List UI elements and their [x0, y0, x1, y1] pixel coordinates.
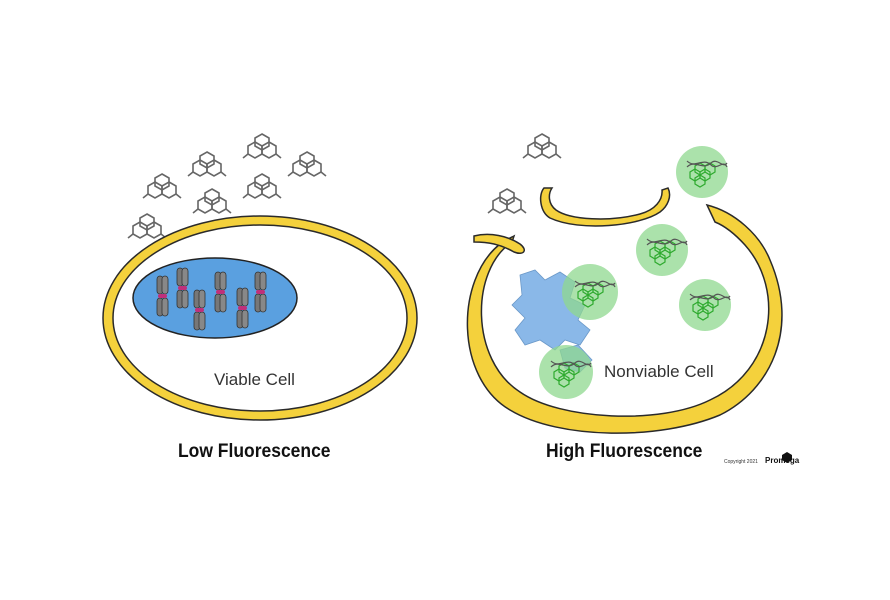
copyright-text: Copyright 2021: [724, 459, 758, 465]
nonviable-cell: [466, 146, 783, 434]
dye-molecule-icon: [187, 151, 227, 177]
brand-name: Promega: [765, 456, 800, 465]
dye-molecule-icon: [242, 173, 282, 199]
dye-molecule-icon: [487, 188, 527, 214]
dye-molecule-icon: [127, 213, 167, 239]
low-fluorescence-caption: Low Fluorescence: [178, 441, 331, 462]
dye-molecule-icon: [287, 151, 327, 177]
fluorescent-dna-complexes: [539, 146, 731, 399]
viable-cell: [102, 215, 418, 421]
dye-molecule-icon: [522, 133, 562, 159]
dye-molecule-icon: [242, 133, 282, 159]
dye-molecule-icon: [192, 188, 232, 214]
nonviable-cell-label: Nonviable Cell: [604, 362, 714, 381]
promega-logo-icon: [782, 452, 792, 463]
high-fluorescence-caption: High Fluorescence: [546, 441, 703, 462]
dye-molecule-icon: [142, 173, 182, 199]
viable-cell-label: Viable Cell: [214, 370, 295, 389]
